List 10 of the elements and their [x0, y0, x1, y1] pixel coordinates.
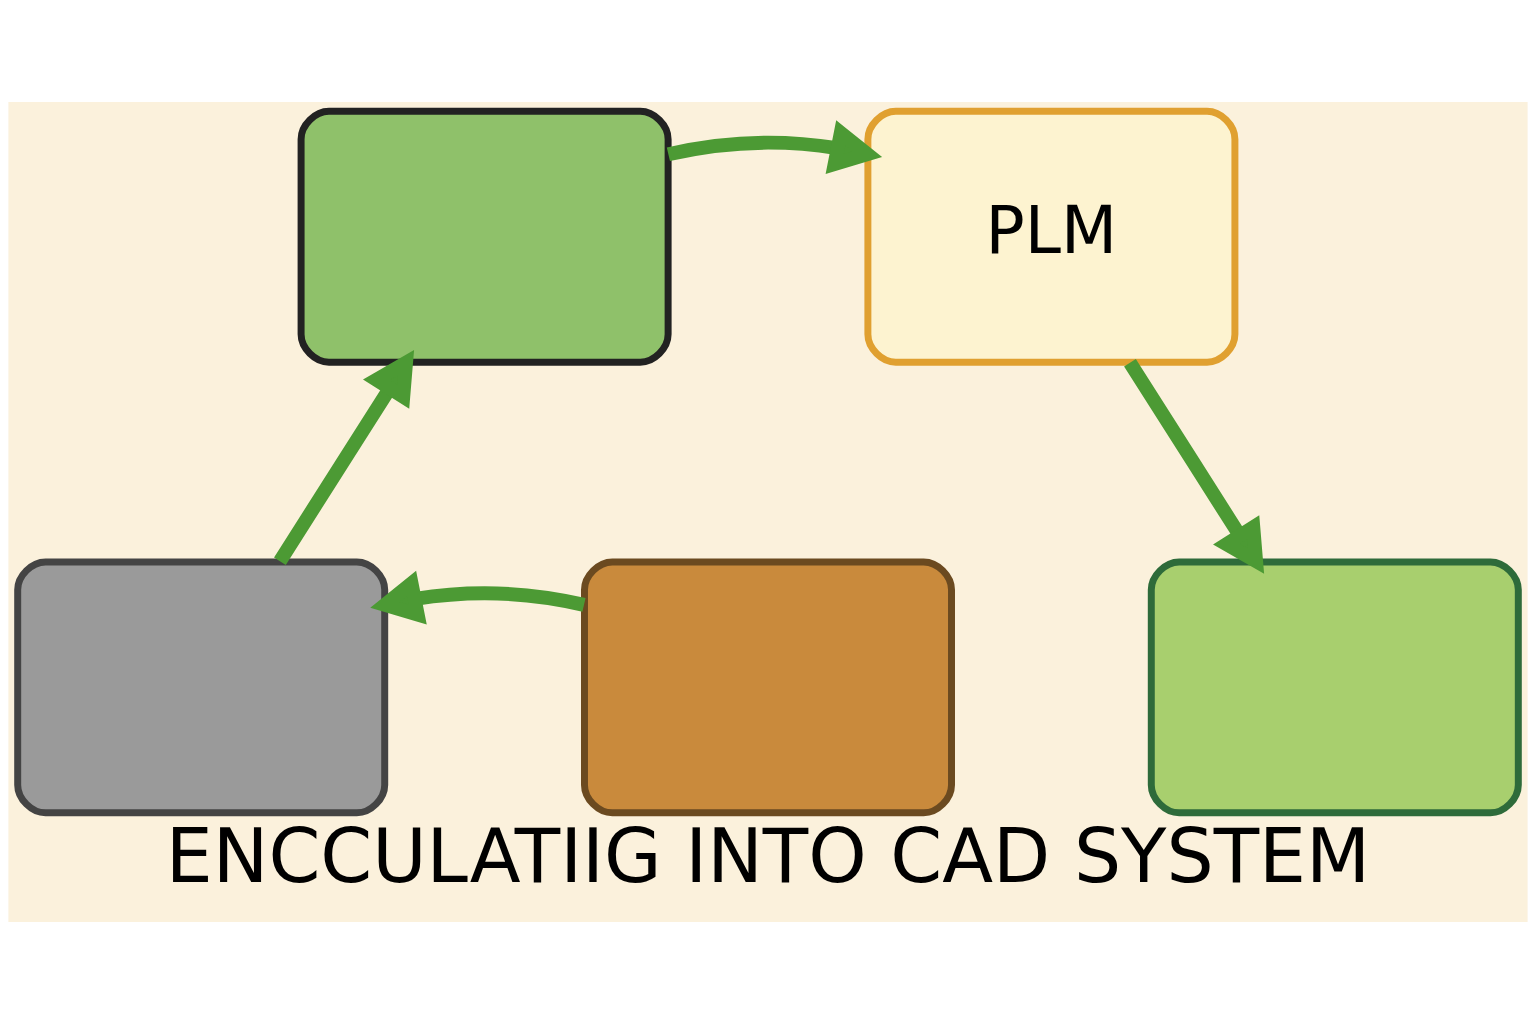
arrow [1124, 358, 1265, 574]
arrow [370, 570, 586, 625]
node-box [297, 107, 672, 366]
arrow [666, 120, 883, 174]
node-box: PLM [864, 107, 1239, 366]
node-box [1147, 558, 1522, 817]
node-box [14, 558, 389, 817]
node-box [581, 558, 955, 817]
diagram-title: ENCCULATIIG INTO CAD SYSTEM [165, 812, 1371, 900]
arrow [274, 350, 415, 565]
